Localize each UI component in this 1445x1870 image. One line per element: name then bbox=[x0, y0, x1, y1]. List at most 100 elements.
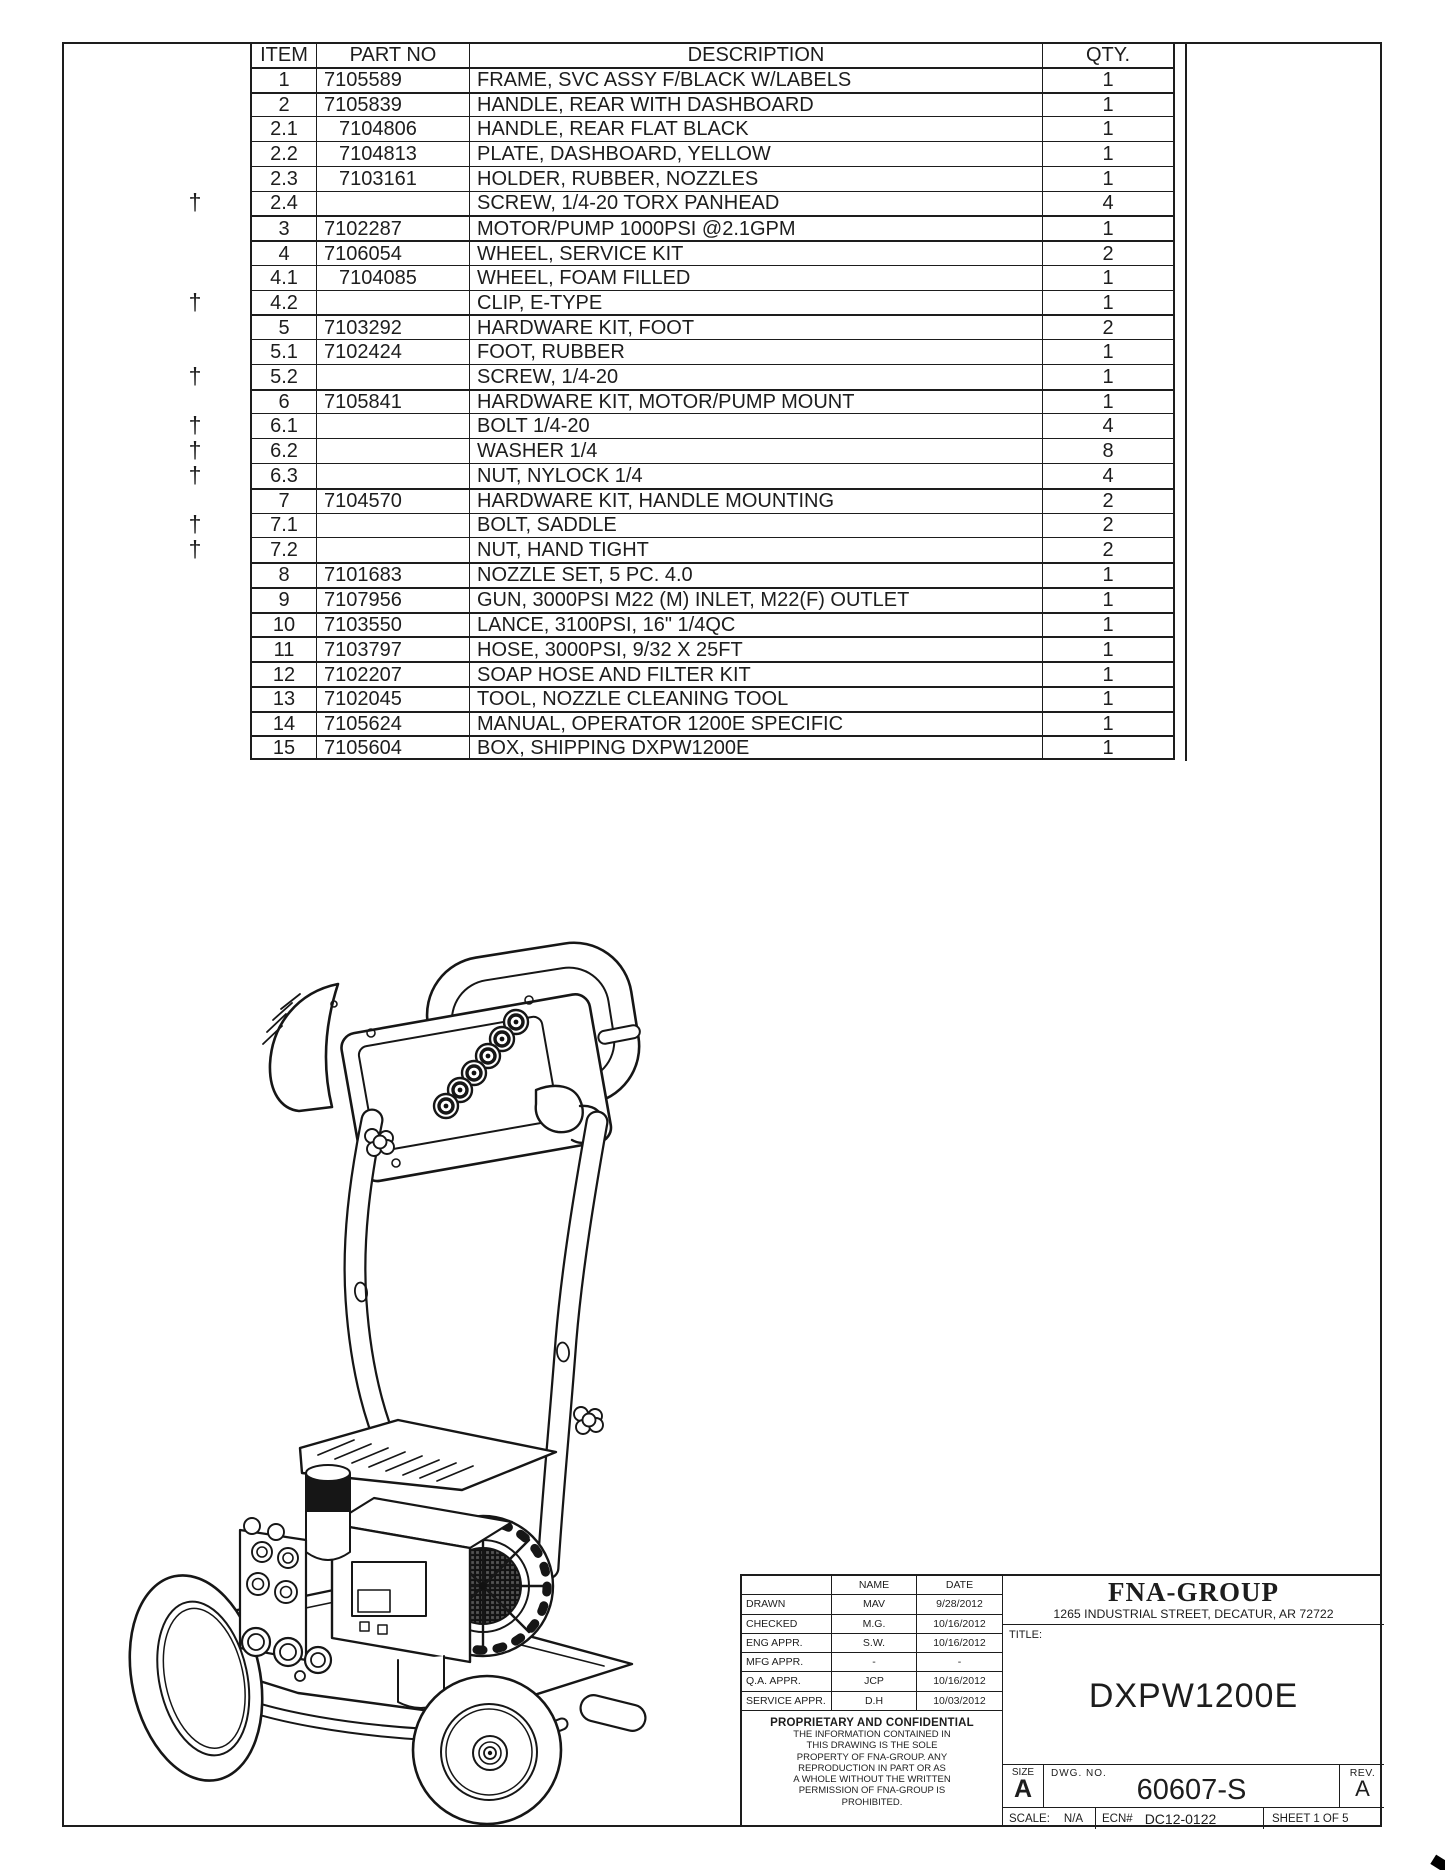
item-number-cell: 5.1 bbox=[250, 339, 316, 364]
margin-cell bbox=[140, 42, 250, 67]
part-no-cell: 7104806 bbox=[316, 116, 469, 142]
part-no-cell: 7105839 bbox=[316, 91, 469, 117]
qty-cell: 1 bbox=[1042, 363, 1175, 389]
part-no-cell: 7103550 bbox=[316, 611, 469, 637]
scan-corner-mark bbox=[1430, 1854, 1445, 1870]
description-cell: HOLDER, RUBBER, NOZZLES bbox=[469, 165, 1042, 191]
item-number-cell: 4.2 bbox=[250, 289, 316, 315]
approval-date: - bbox=[916, 1653, 1002, 1673]
description-cell: SCREW, 1/4-20 TORX PANHEAD bbox=[469, 190, 1042, 216]
dagger-mark bbox=[140, 314, 250, 339]
approval-header-date: DATE bbox=[916, 1576, 1002, 1596]
rubber-foot bbox=[579, 1694, 647, 1732]
description-cell: WHEEL, FOAM FILLED bbox=[469, 264, 1042, 290]
description-cell: WASHER 1/4 bbox=[469, 438, 1042, 464]
qty-cell: 2 bbox=[1042, 240, 1175, 265]
qty-cell: 8 bbox=[1042, 438, 1175, 464]
title-label: TITLE: bbox=[1009, 1629, 1043, 1641]
dagger-mark: † bbox=[188, 289, 202, 315]
approval-date: 9/28/2012 bbox=[916, 1595, 1002, 1615]
nozzle-holder-sockets bbox=[432, 1008, 530, 1120]
qty-cell: 1 bbox=[1042, 264, 1175, 290]
approval-name: - bbox=[831, 1653, 916, 1673]
part-no-cell: 7103161 bbox=[316, 165, 469, 191]
item-number-cell: 2.3 bbox=[250, 165, 316, 191]
size-box: SIZE A bbox=[1003, 1765, 1044, 1807]
approval-name: MAV bbox=[831, 1595, 916, 1615]
part-no-cell: 7104570 bbox=[316, 487, 469, 513]
item-number-cell: 10 bbox=[250, 611, 316, 637]
description-cell: PLATE, DASHBOARD, YELLOW bbox=[469, 141, 1042, 166]
description-cell: HANDLE, REAR FLAT BLACK bbox=[469, 116, 1042, 142]
qty-cell: 1 bbox=[1042, 339, 1175, 364]
proprietary-body-line: THE INFORMATION CONTAINED IN bbox=[793, 1729, 951, 1740]
title-block-right: FNA-GROUP 1265 INDUSTRIAL STREET, DECATU… bbox=[1002, 1576, 1384, 1829]
dagger-mark bbox=[140, 488, 250, 513]
approval-name: D.H bbox=[831, 1691, 916, 1711]
description-cell: MANUAL, OPERATOR 1200E SPECIFIC bbox=[469, 710, 1042, 736]
item-number-cell: 1 bbox=[250, 66, 316, 92]
item-number-cell: 12 bbox=[250, 661, 316, 686]
description-cell: BOLT, SADDLE bbox=[469, 512, 1042, 538]
part-no-cell: 7103292 bbox=[316, 314, 469, 340]
dagger-mark bbox=[140, 141, 250, 166]
part-no-cell: 7102207 bbox=[316, 661, 469, 686]
approval-label: ENG APPR. bbox=[742, 1634, 831, 1654]
qty-cell: 1 bbox=[1042, 215, 1175, 241]
description-cell: BOLT 1/4-20 bbox=[469, 413, 1042, 439]
description-cell: CLIP, E-TYPE bbox=[469, 289, 1042, 315]
qty-cell: 1 bbox=[1042, 388, 1175, 414]
item-number-cell: 7.2 bbox=[250, 537, 316, 563]
scale-label: SCALE: bbox=[1009, 1812, 1050, 1825]
qty-cell: 1 bbox=[1042, 661, 1175, 686]
part-no-cell: 7104085 bbox=[316, 264, 469, 290]
description-cell: TOOL, NOZZLE CLEANING TOOL bbox=[469, 685, 1042, 711]
part-no-cell: 7102424 bbox=[316, 339, 469, 364]
dagger-mark bbox=[140, 215, 250, 240]
dagger-mark: † bbox=[188, 512, 202, 538]
qty-cell: 1 bbox=[1042, 141, 1175, 166]
description-cell: HOSE, 3000PSI, 9/32 X 25FT bbox=[469, 636, 1042, 662]
dagger-mark: † bbox=[188, 438, 202, 464]
wheel-left bbox=[128, 1574, 264, 1782]
col-header-item: ITEM bbox=[250, 42, 316, 67]
qty-cell: 1 bbox=[1042, 66, 1175, 92]
qty-cell: 1 bbox=[1042, 91, 1175, 117]
size-label: SIZE bbox=[1011, 1767, 1035, 1778]
dagger-mark bbox=[140, 686, 250, 711]
ecn-label: ECN# bbox=[1102, 1812, 1133, 1825]
dagger-mark bbox=[140, 587, 250, 612]
proprietary-body-line: THIS DRAWING IS THE SOLE bbox=[806, 1740, 938, 1752]
saddle-knob-left bbox=[364, 1128, 395, 1157]
ecn-value: DC12-0122 bbox=[1144, 1810, 1217, 1827]
dagger-mark bbox=[140, 562, 250, 587]
qty-cell: 4 bbox=[1042, 463, 1175, 488]
qty-cell: 1 bbox=[1042, 116, 1175, 142]
handle-grip-tab bbox=[597, 1024, 641, 1045]
saddle-knob-right bbox=[573, 1406, 604, 1435]
description-cell: HANDLE, REAR WITH DASHBOARD bbox=[469, 91, 1042, 117]
qty-cell: 4 bbox=[1042, 190, 1175, 216]
company-address: 1265 INDUSTRIAL STREET, DECATUR, AR 7272… bbox=[1053, 1607, 1334, 1621]
dagger-mark: † bbox=[188, 537, 202, 563]
approval-date: 10/16/2012 bbox=[916, 1614, 1002, 1634]
ecn-box: ECN# DC12-0122 bbox=[1095, 1808, 1263, 1829]
description-cell: FRAME, SVC ASSY F/BLACK W/LABELS bbox=[469, 66, 1042, 92]
scale-strip: SCALE: N/A ECN# DC12-0122 SHEET 1 OF 5 bbox=[1003, 1807, 1384, 1829]
col-header-part-no: PART NO bbox=[316, 42, 469, 67]
wheel-right bbox=[411, 1674, 563, 1826]
